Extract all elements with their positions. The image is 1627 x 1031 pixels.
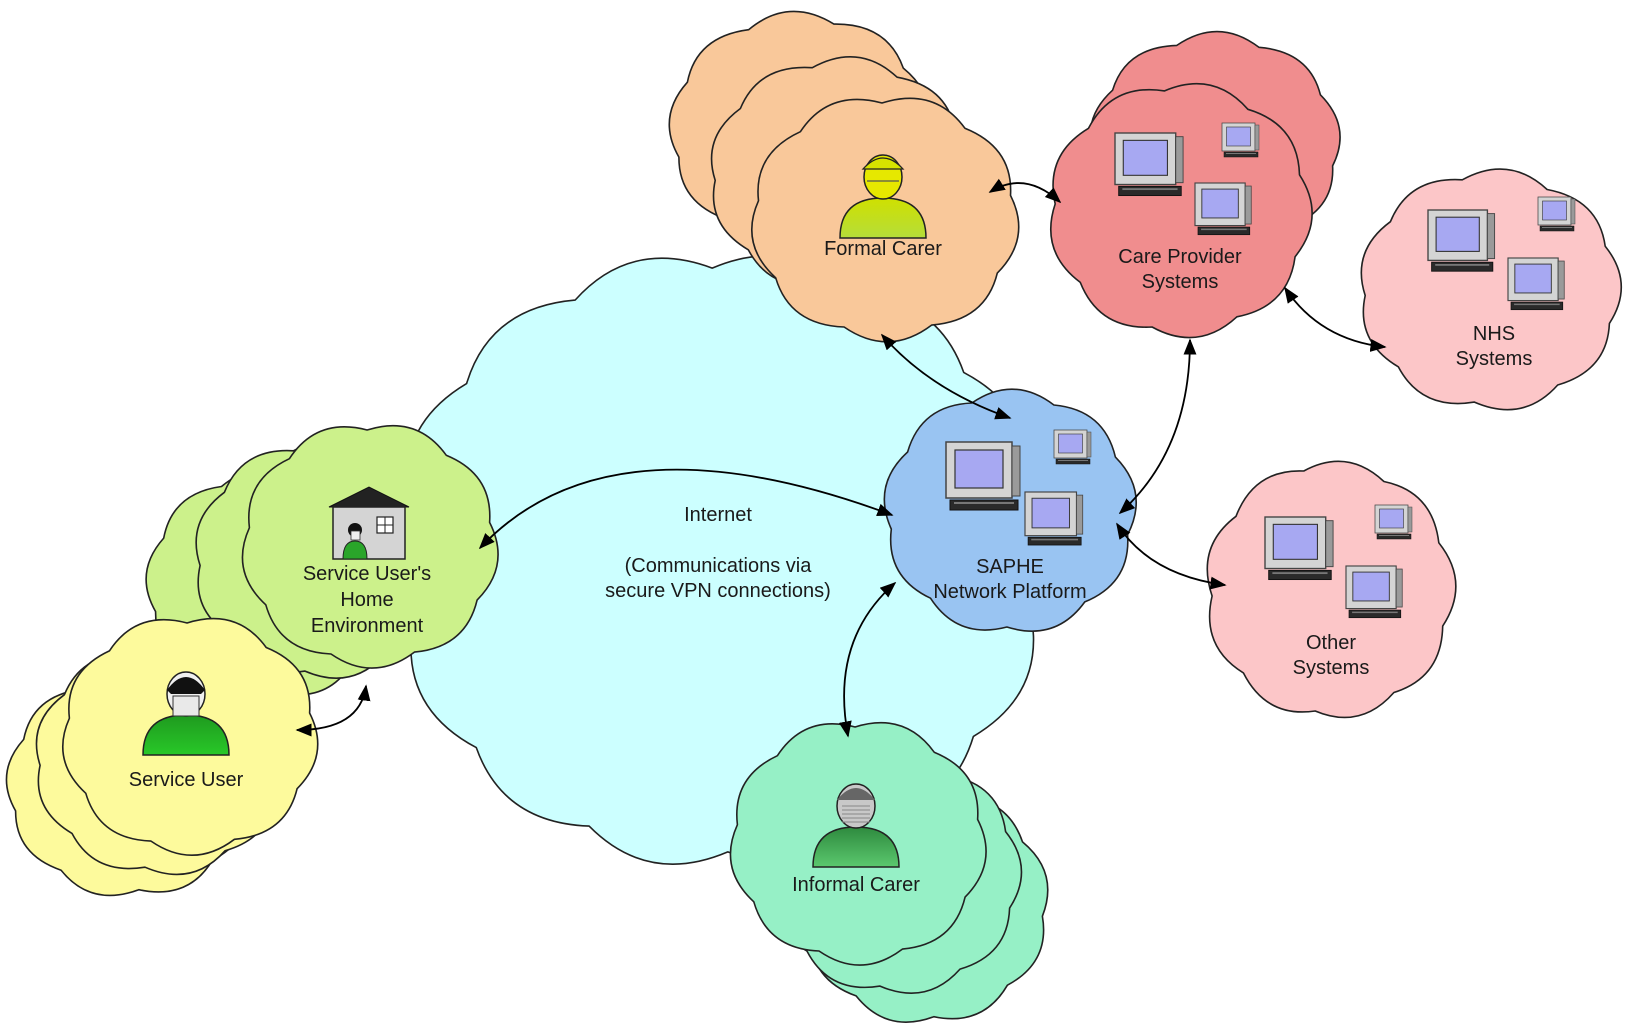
icons-layer (142, 122, 1576, 868)
formal-carer-icon (839, 154, 927, 239)
saphe-computer-medium-icon (1024, 491, 1084, 546)
arrow-home-service-user (295, 684, 371, 737)
internet-description-line-2: secure VPN connections) (605, 580, 831, 602)
care-provider-computer-small-icon (1221, 122, 1260, 158)
care-provider-label-line-2: Systems (1142, 271, 1219, 293)
arrow-care-provider-nhs (1284, 286, 1387, 352)
saphe-computer-large-icon (945, 441, 1021, 511)
saphe-label-line-1: SAPHE (976, 556, 1044, 578)
arrow-formal-carer-saphe (880, 333, 1012, 420)
internet-description-line-1: (Communications via (625, 555, 813, 577)
care-provider-label-line-1: Care Provider (1118, 246, 1242, 268)
nhs-computer-small-icon (1537, 196, 1576, 232)
nhs-label-line-1: NHS (1473, 323, 1515, 345)
arrows-layer (295, 178, 1387, 738)
informal-carer-icon (812, 783, 900, 868)
care-provider-computer-large-icon (1114, 132, 1184, 197)
other-systems-computer-large-icon (1264, 516, 1334, 581)
nhs-computer-large-icon (1427, 209, 1496, 272)
saphe-label-line-2: Network Platform (933, 581, 1086, 603)
nhs-computer-medium-icon (1507, 257, 1565, 311)
home-label-line-3: Environment (311, 615, 424, 637)
formal-carer-label: Formal Carer (824, 238, 942, 260)
other-systems-cloud (1206, 460, 1457, 719)
nhs-label-line-2: Systems (1456, 348, 1533, 370)
arrow-care-provider-saphe (1118, 338, 1197, 515)
service-user-icon (142, 671, 230, 756)
arrow-saphe-informal-carer (838, 581, 897, 738)
informal-carer-label: Informal Carer (792, 874, 920, 896)
care-provider-computer-medium-icon (1194, 182, 1252, 236)
internet-title: Internet (684, 504, 752, 526)
arrow-formal-carer-care-provider (988, 178, 1062, 204)
service-user-label: Service User (129, 769, 244, 791)
home-label-line-1: Service User's (303, 563, 431, 585)
other-systems-computer-small-icon (1374, 504, 1413, 540)
labels-layer: Internet (Communications via secure VPN … (129, 238, 1533, 896)
home-label-line-2: Home (340, 589, 393, 611)
saphe-computer-small-icon (1053, 429, 1092, 465)
other-systems-computer-medium-icon (1345, 565, 1403, 619)
other-systems-label-line-2: Systems (1293, 657, 1370, 679)
arrow-home-saphe (478, 468, 894, 550)
care-provider-cloud (1049, 83, 1313, 339)
arrow-saphe-other-systems (1116, 522, 1227, 590)
other-systems-label-line-1: Other (1306, 632, 1356, 654)
nhs-cloud (1360, 168, 1622, 411)
house-icon (328, 486, 410, 560)
